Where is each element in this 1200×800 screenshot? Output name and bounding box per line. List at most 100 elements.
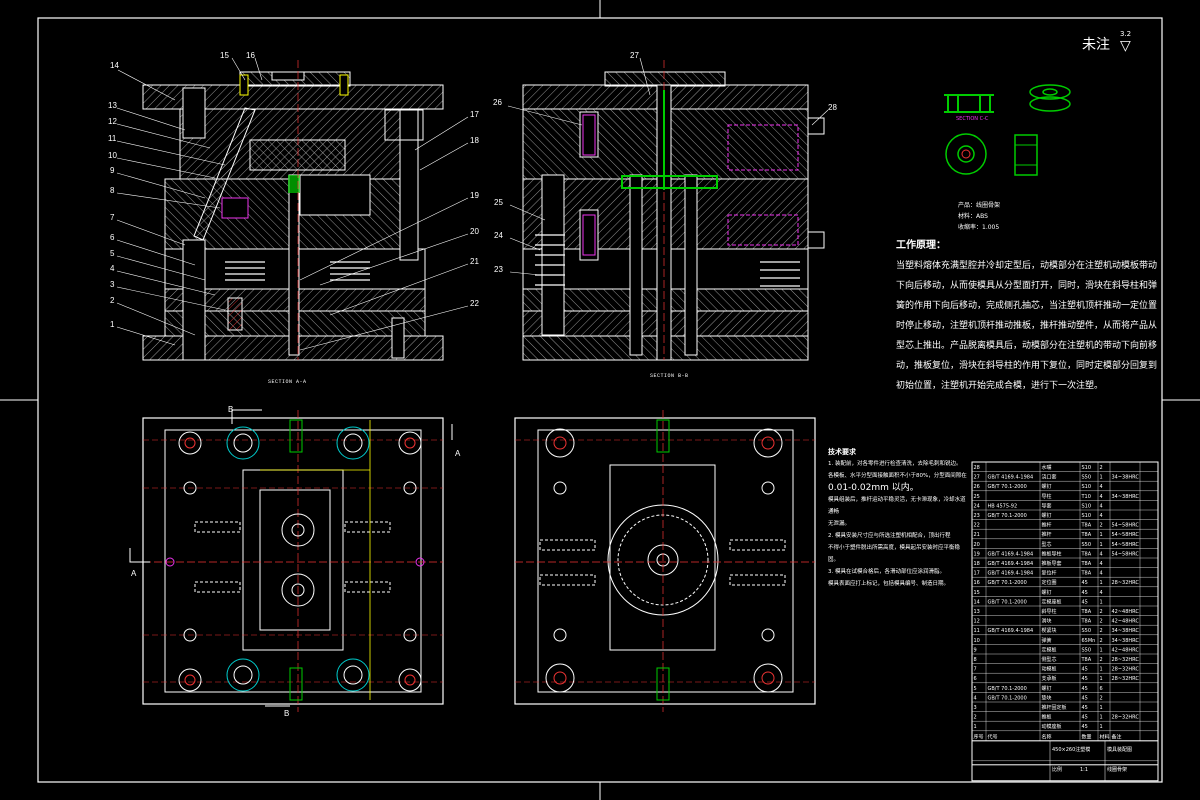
bom-cell: 45 — [1082, 705, 1088, 711]
callout-22: 22 — [470, 299, 479, 308]
bom-cell: 螺钉 — [1042, 589, 1052, 596]
bom-cell: S50 — [1082, 628, 1092, 634]
bom-cell: GB/T 4169.4-1984 — [988, 551, 1034, 557]
bom-cell: 动模板 — [1042, 666, 1057, 673]
bom-cell: GB/T 70.1-2000 — [988, 580, 1027, 586]
material-value: ABS — [976, 213, 988, 220]
bom-cell: 65Mn — [1082, 638, 1096, 644]
bom-cell: 23 — [974, 513, 980, 519]
product-name: 线圈骨架 — [976, 202, 1001, 209]
bom-cell: GB/T 4169.4-1984 — [988, 571, 1034, 577]
bom-cell: 1 — [1100, 715, 1103, 721]
bom-cell: T8A — [1081, 619, 1092, 625]
plan-view-fixed-half — [514, 410, 816, 712]
title-block-cell: 线圈骨架 — [1107, 766, 1127, 773]
product-illustrations: SECTION C-C — [944, 84, 1071, 176]
callout-11: 11 — [108, 134, 117, 143]
bom-cell: GB/T 4169.4-1984 — [988, 628, 1034, 634]
bom-cell: 2 — [1100, 609, 1103, 615]
tech-req-item: 0.01-0.02mm 以内。 — [828, 483, 919, 493]
bom-cell: 2 — [1100, 465, 1103, 471]
callout-18: 18 — [470, 136, 479, 145]
bom-cell: S50 — [1082, 475, 1092, 481]
bom-cell: 45 — [1082, 686, 1088, 692]
bom-cell: 45 — [1082, 724, 1088, 730]
bom-cell: 45 — [1082, 590, 1088, 596]
bom-cell: 18 — [974, 561, 980, 567]
product-name-label: 产品： — [958, 202, 977, 209]
bom-cell: 1 — [1100, 599, 1103, 605]
bom-cell: 2 — [1100, 523, 1103, 529]
roughness-triangle-icon: ▽ — [1120, 38, 1131, 54]
title-block-cell: 模具装配图 — [1107, 746, 1132, 753]
callout-10: 10 — [108, 151, 117, 160]
bom-header-cell: 备注 — [1112, 733, 1122, 740]
bom-cell: 4 — [1100, 513, 1103, 519]
bom-cell: S50 — [1082, 647, 1092, 653]
bom-header-cell: 序号 — [974, 733, 984, 740]
shrink-label: 收缩率： — [958, 224, 983, 231]
bom-cell: 28~32HRC — [1112, 667, 1140, 673]
bom-cell: 2 — [974, 715, 977, 721]
section-b-b-label: SECTION B-B — [650, 373, 689, 379]
bom-cell: 54~58HRC — [1112, 551, 1140, 557]
bom-cell: 10 — [974, 638, 980, 644]
bom-cell: 42~48HRC — [1112, 609, 1140, 615]
callout-12: 12 — [108, 117, 117, 126]
bom-cell: 推杆 — [1042, 522, 1052, 529]
bom-header-cell: 材料 — [1100, 733, 1110, 740]
section-marker-b-bottom: B — [284, 709, 289, 718]
bom-cell: 4 — [1100, 494, 1103, 500]
section-marker-a-left: A — [131, 569, 137, 578]
callout-26: 26 — [493, 98, 502, 107]
bom-cell: 34~38HRC — [1112, 628, 1140, 634]
callout-23: 23 — [494, 265, 503, 274]
bom-cell: 1 — [1100, 705, 1103, 711]
bom-cell: 支承板 — [1042, 675, 1057, 682]
title-block-cell: 1:1 — [1080, 767, 1088, 773]
bom-cell: 45 — [1082, 599, 1088, 605]
bom-cell: 2 — [1100, 619, 1103, 625]
bom-header-cell: 代号 — [988, 733, 998, 740]
bom-cell: 斜导柱 — [1042, 608, 1057, 615]
bom-cell: 1 — [1100, 676, 1103, 682]
bom-cell: 楔紧块 — [1042, 627, 1057, 634]
bom-cell: T8A — [1081, 532, 1092, 538]
callout-13: 13 — [108, 101, 117, 110]
bom-cell: 28~32HRC — [1112, 657, 1140, 663]
bom-cell: 21 — [974, 532, 980, 538]
bom-cell: 2 — [1100, 628, 1103, 634]
tech-req-item: 2. 模具安装尺寸应与所选注塑机相配合，顶出行程 — [828, 533, 951, 539]
working-principle-title: 工作原理： — [896, 240, 946, 251]
section-b-b-view: SECTION B-B — [522, 60, 825, 379]
callout-labels-left: 14 15 16 17 18 13 12 11 10 9 8 7 6 5 4 3… — [108, 51, 479, 329]
bom-cell: T8A — [1081, 561, 1092, 567]
callout-17: 17 — [470, 110, 479, 119]
bom-cell: 20 — [974, 542, 980, 548]
tech-req-item: 模具组装后，推杆运动平稳灵活，无卡滞现象，冷却水道通畅 — [828, 497, 966, 515]
bom-cell: 螺钉 — [1042, 483, 1052, 490]
bom-cell: 复位杆 — [1042, 570, 1057, 577]
bom-cell: 11 — [974, 628, 980, 634]
bom-cell: 5 — [974, 686, 977, 692]
bom-cell: 推板导套 — [1042, 560, 1062, 567]
bom-cell: GB/T 70.1-2000 — [988, 513, 1027, 519]
bom-cell: 滑块 — [1042, 618, 1052, 625]
bom-cell: T8A — [1081, 609, 1092, 615]
bom-cell: 19 — [974, 551, 980, 557]
callout-15: 15 — [220, 51, 229, 60]
callout-9: 9 — [110, 166, 115, 175]
callout-16: 16 — [246, 51, 255, 60]
bom-cell: HB 4575-92 — [988, 503, 1018, 509]
section-marker-b-top: B — [228, 405, 233, 414]
bom-cell: 型芯 — [1042, 541, 1052, 548]
bom-cell: 推杆 — [1042, 531, 1052, 538]
bom-cell: 54~58HRC — [1112, 542, 1140, 548]
bom-cell: 导套 — [1042, 502, 1052, 509]
callout-21: 21 — [470, 257, 479, 266]
callout-24: 24 — [494, 231, 503, 240]
bom-cell: 6 — [1100, 686, 1103, 692]
bom-cell: 弹簧 — [1042, 637, 1052, 644]
